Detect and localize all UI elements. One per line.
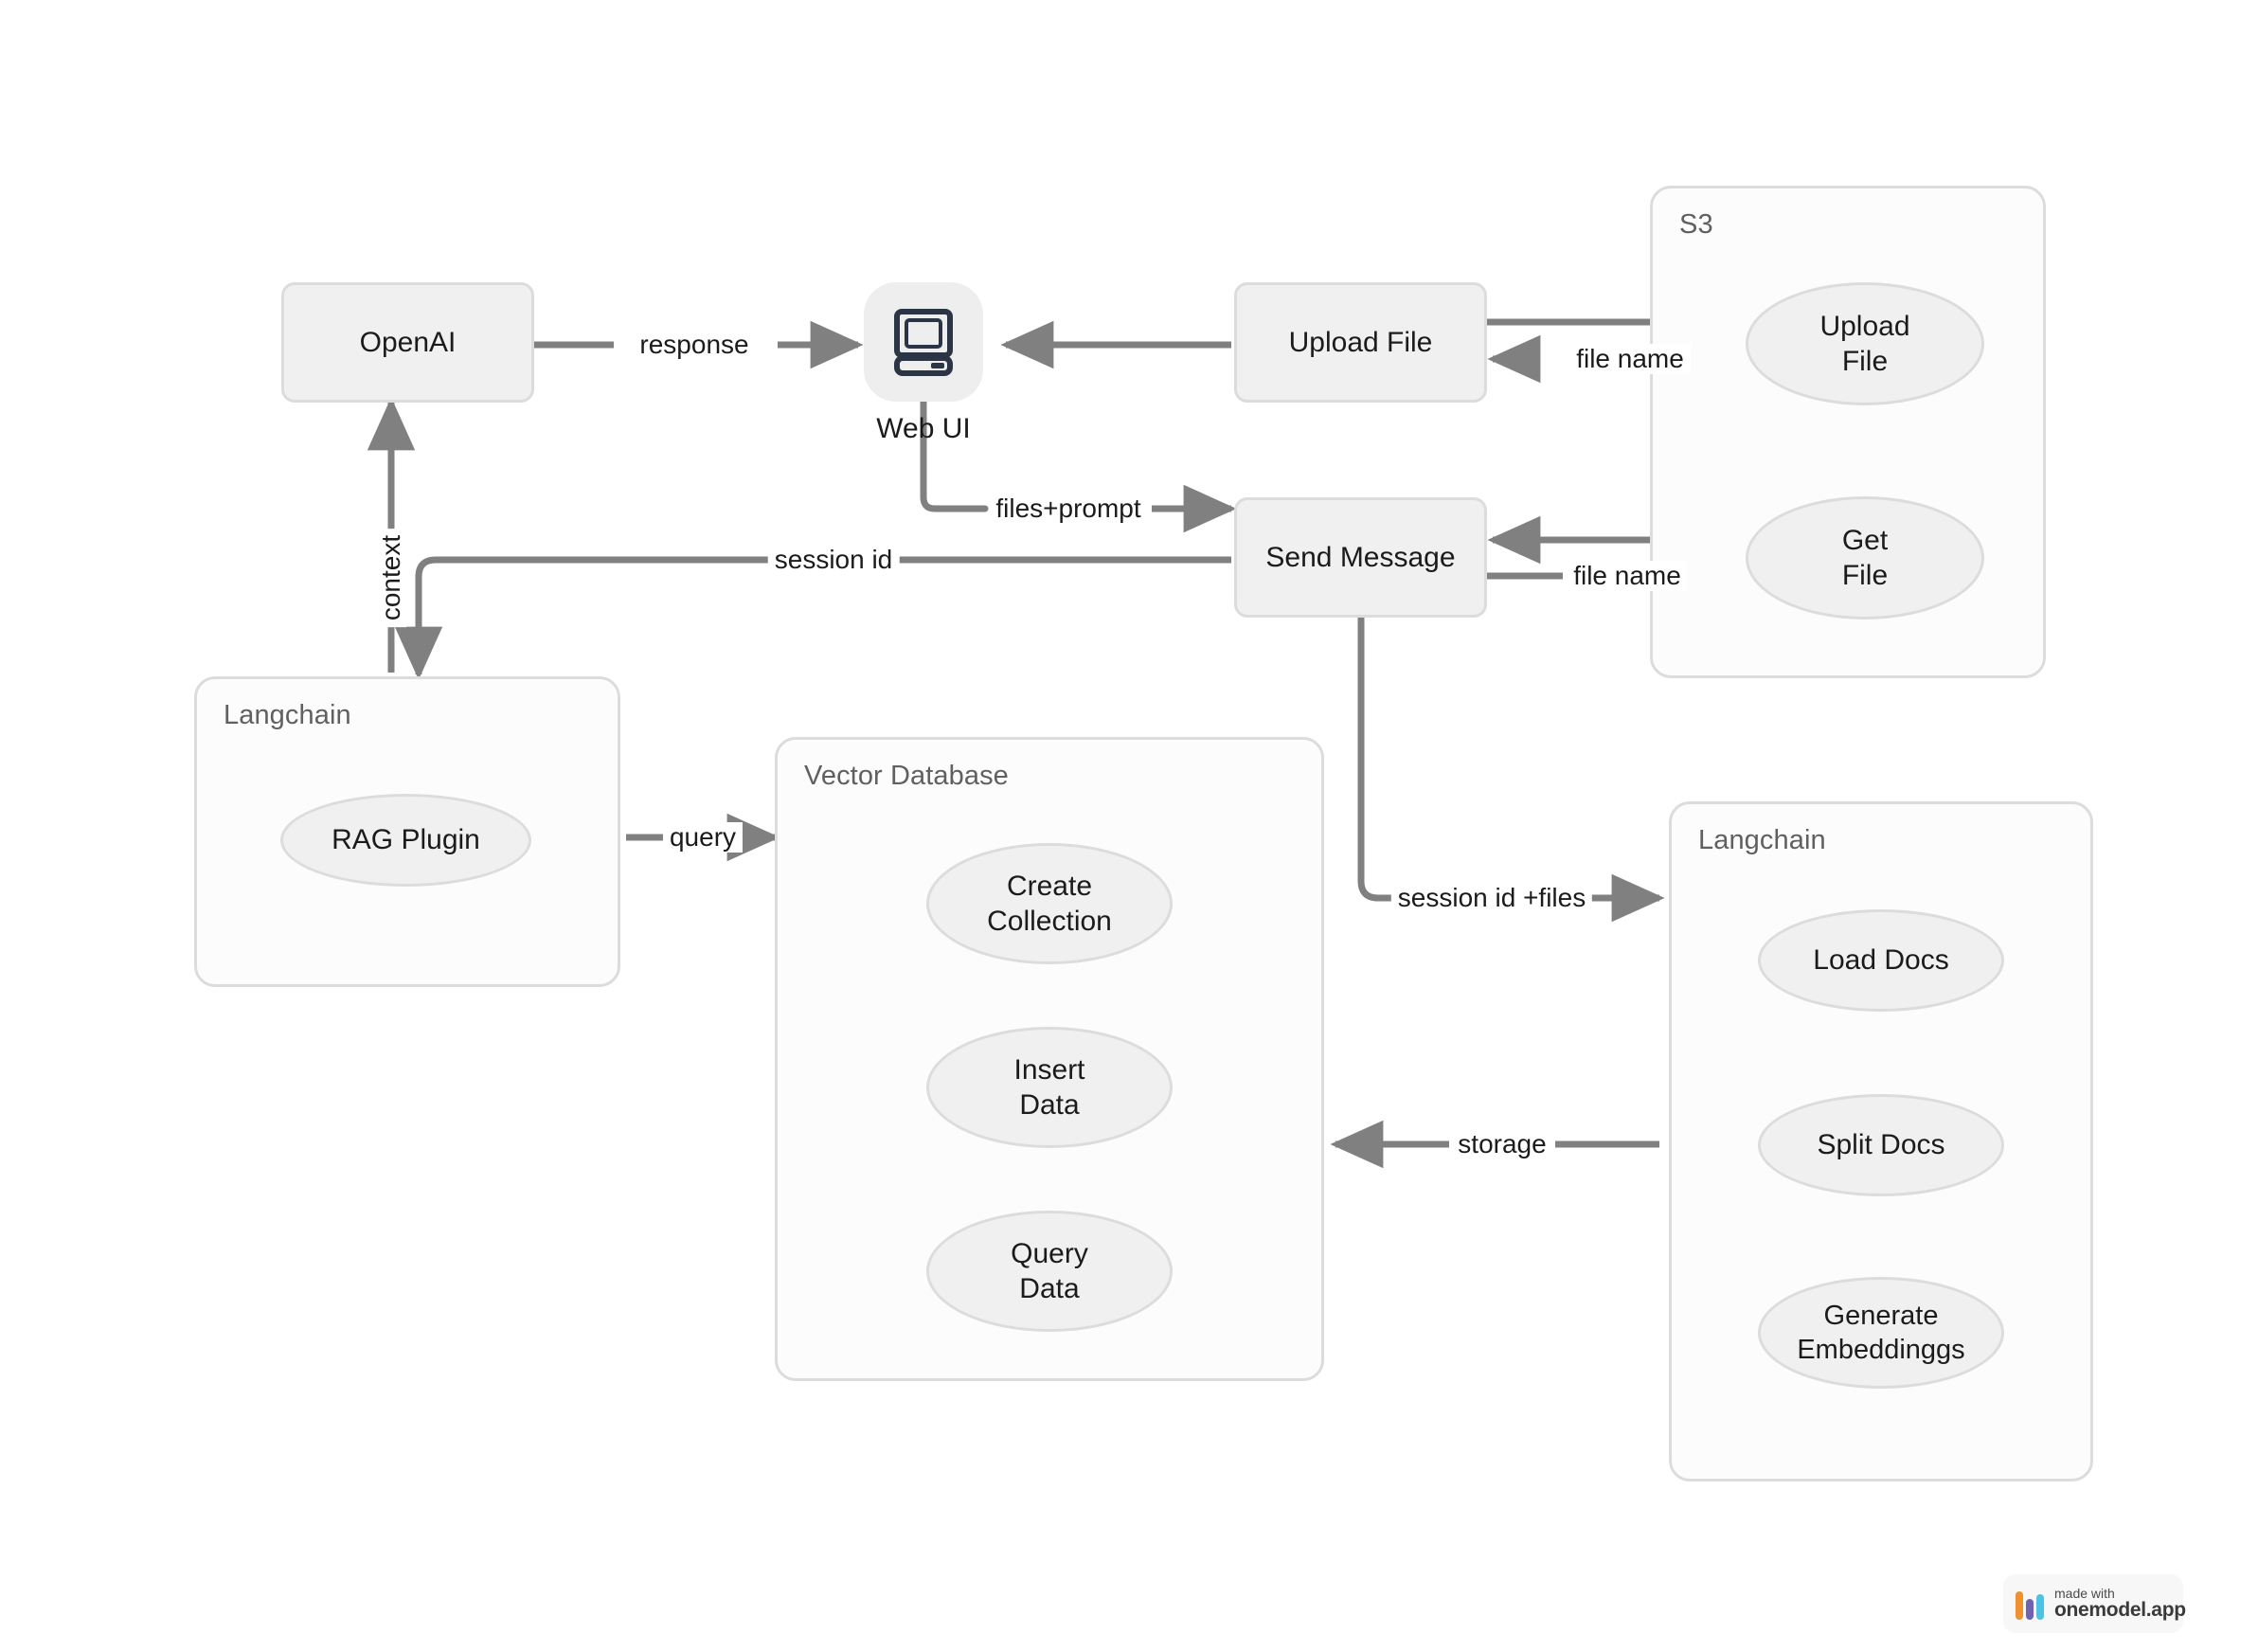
node-generate-embeddings[interactable]: Generate Embeddinggs (1758, 1277, 2004, 1389)
node-upload-file[interactable]: Upload File (1234, 282, 1487, 403)
node-query-data[interactable]: Query Data (926, 1211, 1173, 1332)
node-insert-data-label: Insert Data (1013, 1053, 1085, 1122)
logo-bar-cyan (2036, 1594, 2044, 1620)
badge-made-with: made with (2054, 1585, 2115, 1601)
node-s3-get-file-label: Get File (1841, 524, 1889, 592)
edge-label-session-id-files: session id +files (1390, 883, 1593, 913)
node-rag-plugin[interactable]: RAG Plugin (280, 794, 531, 887)
edge-label-query: query (662, 822, 744, 853)
edge-sessionfiles-elbow (1357, 616, 1411, 902)
node-s3-upload-file-label: Upload File (1819, 310, 1910, 378)
onemodel-badge-text: made with onemodel.app (2054, 1585, 2186, 1622)
node-load-docs[interactable]: Load Docs (1758, 909, 2004, 1012)
node-send-message-label: Send Message (1265, 541, 1456, 573)
node-send-message[interactable]: Send Message (1234, 497, 1487, 618)
group-langchain-rag-title: Langchain (224, 700, 351, 730)
node-create-collection[interactable]: Create Collection (926, 843, 1173, 964)
node-upload-file-label: Upload File (1288, 326, 1433, 358)
logo-bar-orange (2016, 1591, 2023, 1620)
group-vector-database-title: Vector Database (804, 761, 1009, 791)
edge-label-storage: storage (1451, 1129, 1553, 1159)
node-create-collection-label: Create Collection (987, 870, 1112, 938)
edge-label-context: context (376, 528, 406, 628)
node-openai-label: OpenAI (359, 326, 457, 358)
edge-label-session-id: session id (767, 545, 900, 575)
node-web-ui-caption: Web UI (876, 413, 971, 444)
group-s3-title: S3 (1679, 209, 1713, 240)
node-web-ui[interactable] (864, 282, 983, 402)
node-rag-plugin-label: RAG Plugin (332, 824, 480, 856)
node-generate-embeddings-label: Generate Embeddinggs (1797, 1300, 1965, 1365)
edge-label-send-file-name: file name (1567, 561, 1688, 591)
node-split-docs-label: Split Docs (1817, 1129, 1945, 1161)
edge-label-response: response (633, 330, 756, 360)
desktop-computer-icon (894, 309, 953, 376)
node-load-docs-label: Load Docs (1813, 944, 1949, 977)
onemodel-logo-icon (2016, 1588, 2044, 1620)
edge-label-s3-file-name: file name (1569, 344, 1691, 374)
node-s3-get-file[interactable]: Get File (1746, 496, 1984, 620)
node-openai[interactable]: OpenAI (281, 282, 534, 403)
onemodel-badge[interactable]: made with onemodel.app (2003, 1574, 2186, 1633)
node-s3-upload-file[interactable]: Upload File (1746, 282, 1984, 405)
node-insert-data[interactable]: Insert Data (926, 1027, 1173, 1148)
logo-bar-purple (2026, 1599, 2034, 1620)
badge-product-name: onemodel.app (2054, 1599, 2186, 1622)
edge-label-files-prompt: files+prompt (989, 494, 1148, 524)
group-langchain-ingest-title: Langchain (1698, 825, 1826, 855)
node-query-data-label: Query Data (1011, 1237, 1088, 1305)
node-split-docs[interactable]: Split Docs (1758, 1094, 2004, 1196)
